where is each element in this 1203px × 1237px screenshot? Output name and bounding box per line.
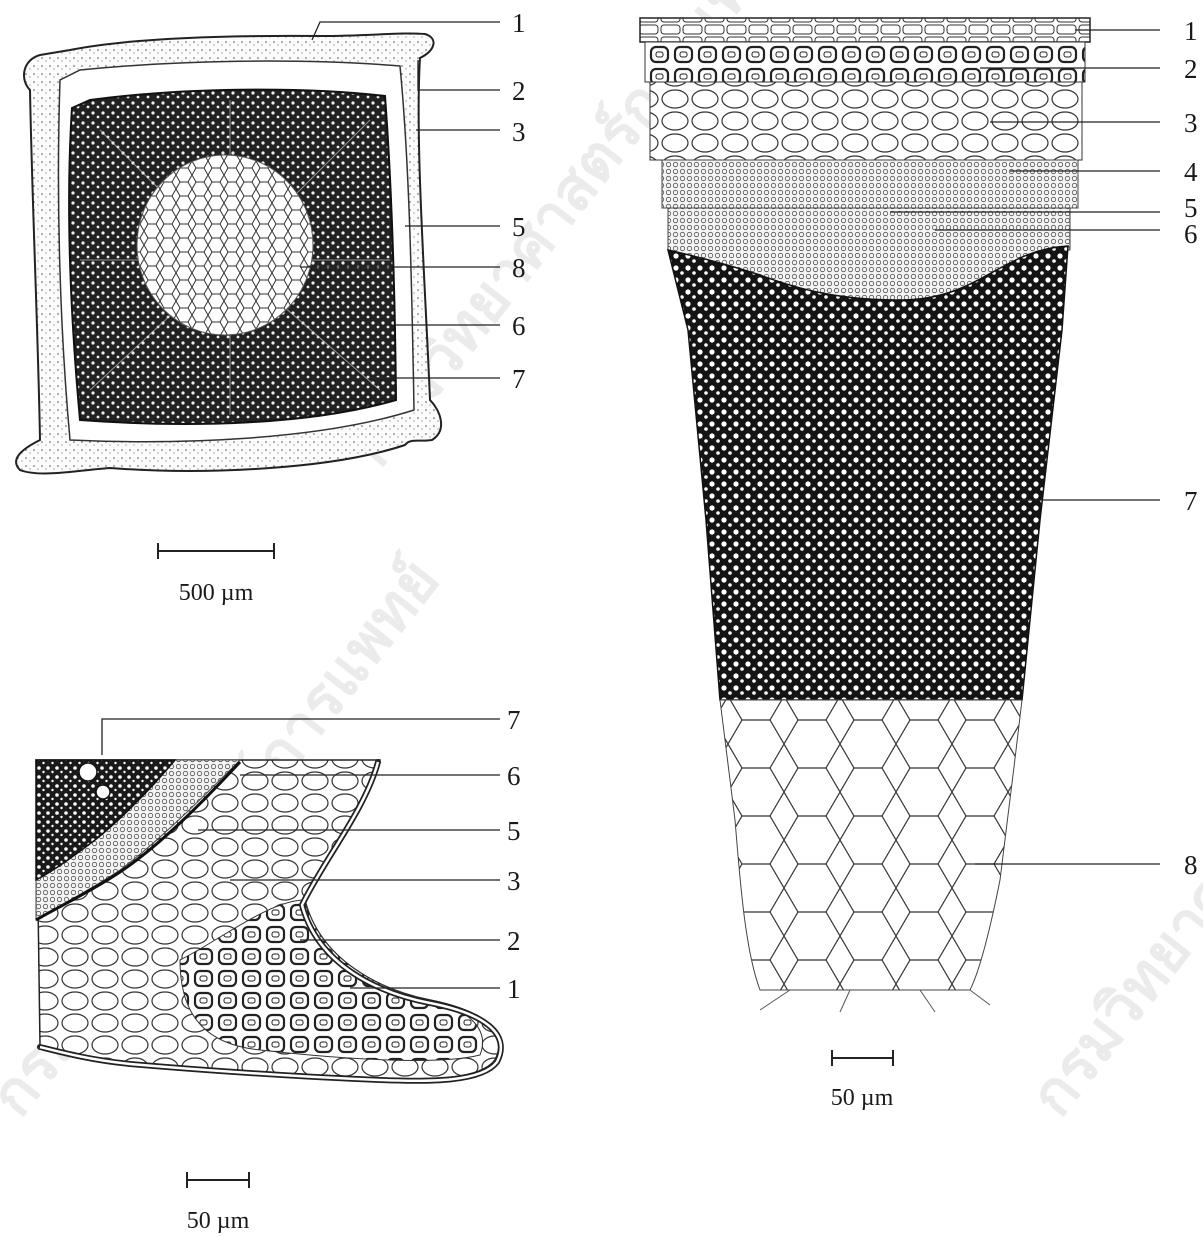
cross-label-7: 7 xyxy=(512,364,526,394)
epidermis-layer xyxy=(640,18,1090,42)
detail-label-8: 8 xyxy=(1184,850,1198,880)
cross-label-3: 3 xyxy=(512,117,526,147)
detail-label-6: 6 xyxy=(1184,219,1198,249)
ridge-label-5: 5 xyxy=(507,816,521,846)
ridge-label-6: 6 xyxy=(507,761,521,791)
detail-label-7: 7 xyxy=(1184,486,1198,516)
ridge-vessel xyxy=(79,763,97,781)
tissue-detail-panel: 1 2 3 4 5 6 7 8 50 µm xyxy=(640,16,1198,1111)
pith-region xyxy=(720,700,1022,990)
detail-scale-bar: 50 µm xyxy=(831,1050,894,1111)
ridge-label-2: 2 xyxy=(507,926,521,956)
phloem-band xyxy=(662,160,1078,208)
cross-scale-text: 500 µm xyxy=(179,580,254,606)
cross-label-8: 8 xyxy=(512,253,526,283)
corner-ridge-panel: 7 6 5 3 2 1 50 µm xyxy=(36,705,521,1234)
cross-label-6: 6 xyxy=(512,311,526,341)
watermark-text-3: กรมวิทยาศาสตร์การแพทย์ xyxy=(1017,546,1203,1129)
cross-scale-bar: 500 µm xyxy=(158,543,274,606)
detail-scale-text: 50 µm xyxy=(831,1085,894,1111)
ridge-scale-bar: 50 µm xyxy=(187,1172,250,1234)
detail-label-2: 2 xyxy=(1184,54,1198,84)
cortex-parenchyma xyxy=(650,82,1082,160)
pith-fringe xyxy=(760,990,990,1012)
cross-label-5: 5 xyxy=(512,212,526,242)
collenchyma-layer xyxy=(645,42,1085,82)
pith xyxy=(137,155,313,335)
ridge-vessel-2 xyxy=(96,785,110,799)
ridge-label-3: 3 xyxy=(507,866,521,896)
cross-label-1: 1 xyxy=(512,8,526,38)
detail-label-1: 1 xyxy=(1184,16,1198,46)
xylem-region xyxy=(668,246,1068,700)
ridge-scale-text: 50 µm xyxy=(187,1208,250,1234)
ridge-label-7: 7 xyxy=(507,705,521,735)
cross-label-2: 2 xyxy=(512,76,526,106)
detail-label-4: 4 xyxy=(1184,157,1198,187)
ridge-label-1: 1 xyxy=(507,974,521,1004)
detail-label-3: 3 xyxy=(1184,108,1198,138)
